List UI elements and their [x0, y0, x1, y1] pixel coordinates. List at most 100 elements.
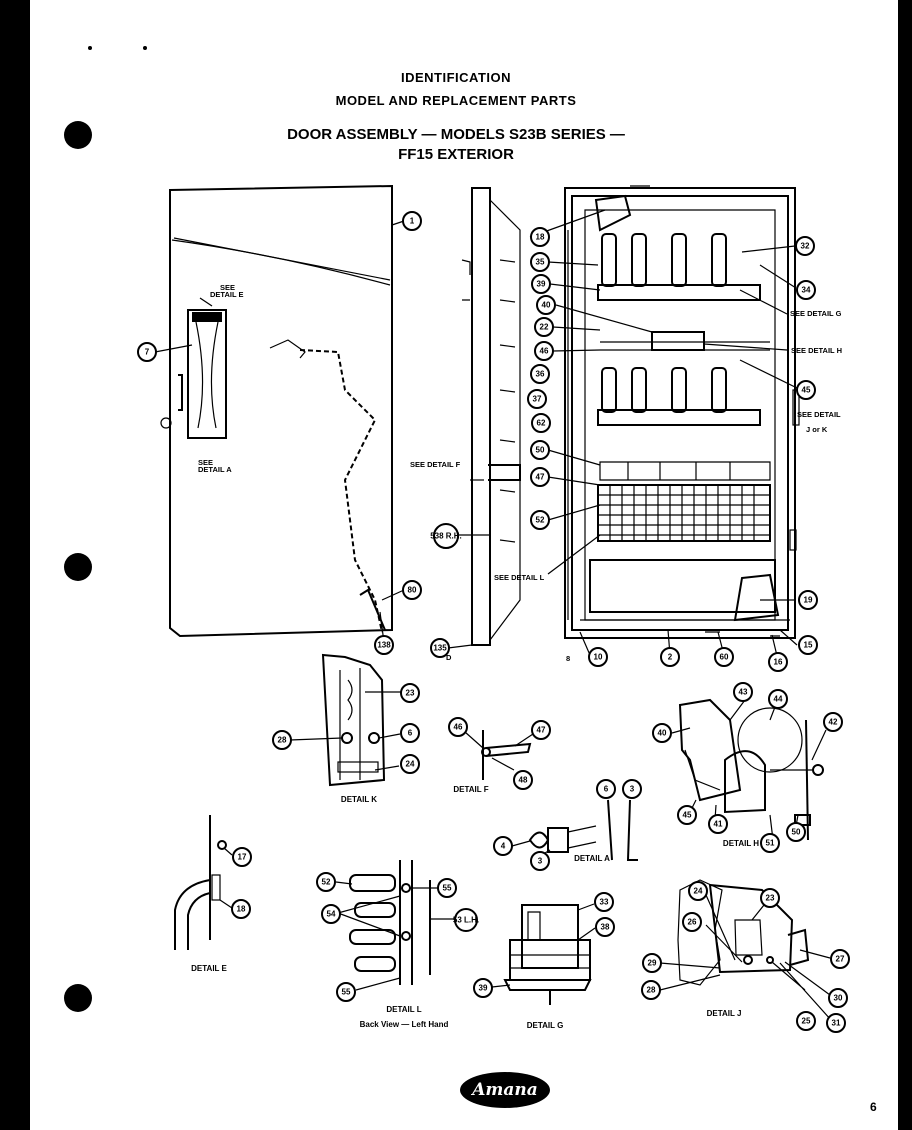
binder-hole-middle [64, 553, 92, 581]
svg-text:55: 55 [342, 988, 351, 997]
part-bubble-45: 45 [796, 380, 816, 400]
svg-text:28: 28 [278, 736, 287, 745]
part-bubble-538: 538 R.H. [430, 523, 462, 549]
svg-text:28: 28 [647, 986, 656, 995]
svg-text:8: 8 [566, 654, 570, 663]
svg-text:24: 24 [694, 887, 703, 896]
svg-text:40: 40 [542, 301, 551, 310]
title-door-assembly: DOOR ASSEMBLY — MODELS S23B SERIES — [287, 126, 625, 143]
see-detail-jk: SEE DETAIL [797, 410, 841, 419]
part-bubble-50: 50 [530, 440, 550, 460]
svg-text:39: 39 [479, 984, 488, 993]
part-bubble-10: 10 [588, 647, 608, 667]
svg-text:Back View — Left Hand: Back View — Left Hand [360, 1020, 449, 1029]
see-detail-jk-sub: J or K [806, 425, 828, 434]
svg-text:46: 46 [540, 347, 549, 356]
binder-hole-bottom [64, 984, 92, 1012]
svg-text:22: 22 [540, 323, 549, 332]
svg-text:39: 39 [537, 280, 546, 289]
amana-logo: Amana [460, 1072, 550, 1108]
svg-text:30: 30 [834, 994, 843, 1003]
see-detail-g: SEE DETAIL G [790, 309, 842, 318]
detail-a: 4 3 6 3 DETAIL A [493, 779, 642, 871]
svg-text:52: 52 [322, 878, 331, 887]
svg-text:DETAIL A: DETAIL A [198, 465, 232, 474]
svg-text:36: 36 [536, 370, 545, 379]
svg-text:38: 38 [601, 923, 610, 932]
part-bubble-22: 22 [534, 317, 554, 337]
svg-text:47: 47 [536, 473, 545, 482]
svg-text:DETAIL J: DETAIL J [707, 1009, 742, 1018]
part-bubble-62: 62 [531, 413, 551, 433]
svg-text:35: 35 [536, 258, 545, 267]
part-bubble-37: 37 [527, 389, 547, 409]
part-bubble-40: 40 [536, 295, 556, 315]
title-model-parts: MODEL AND REPLACEMENT PARTS [335, 93, 577, 108]
part-bubble-19: 19 [798, 590, 818, 610]
svg-text:17: 17 [238, 853, 247, 862]
detail-e: 17 18 DETAIL E [174, 815, 252, 973]
svg-text:40: 40 [658, 729, 667, 738]
svg-text:42: 42 [829, 718, 838, 727]
part-bubble-16: 16 [768, 652, 788, 672]
part-bubble-36: 36 [530, 364, 550, 384]
door-exterior-panel: SEE DETAIL E SEE DETAIL A [160, 184, 393, 651]
part-bubble-47: 47 [530, 467, 550, 487]
svg-text:41: 41 [714, 820, 723, 829]
title-exterior: FF15 EXTERIOR [398, 146, 514, 163]
svg-text:53 L.H.: 53 L.H. [453, 916, 479, 925]
svg-text:DETAIL E: DETAIL E [210, 290, 243, 299]
svg-text:26: 26 [688, 918, 697, 927]
svg-text:1: 1 [410, 217, 415, 226]
see-detail-callouts: SEE DETAIL G SEE DETAIL H SEE DETAIL J o… [410, 309, 842, 582]
title-identification: IDENTIFICATION [400, 70, 512, 85]
detail-h: 40 43 44 42 45 41 51 50 DETAIL H [652, 682, 843, 853]
svg-text:18: 18 [237, 905, 246, 914]
svg-text:16: 16 [774, 658, 783, 667]
svg-text:45: 45 [683, 811, 692, 820]
see-detail-f: SEE DETAIL F [410, 460, 461, 469]
svg-text:46: 46 [454, 723, 463, 732]
svg-text:54: 54 [327, 910, 336, 919]
detail-g: 33 38 39 DETAIL G [473, 892, 615, 1030]
svg-text:3: 3 [538, 857, 543, 866]
part-bubble-52: 52 [530, 510, 550, 530]
svg-text:538 R.H.: 538 R.H. [430, 532, 462, 541]
part-bubble-80: 80 [402, 580, 422, 600]
part-bubble-46: 46 [534, 341, 554, 361]
svg-text:24: 24 [406, 760, 415, 769]
svg-text:60: 60 [720, 653, 729, 662]
svg-text:55: 55 [443, 884, 452, 893]
svg-text:50: 50 [536, 446, 545, 455]
part-bubble-2: 2 [660, 647, 680, 667]
svg-text:138: 138 [377, 641, 391, 650]
part-bubble-1: 1 [402, 211, 422, 231]
svg-text:19: 19 [804, 596, 813, 605]
svg-text:23: 23 [406, 689, 415, 698]
svg-text:32: 32 [801, 242, 810, 251]
svg-text:DETAIL L: DETAIL L [386, 1005, 421, 1014]
svg-text:D: D [446, 653, 452, 662]
detail-k: 23 28 6 24 DETAIL K [272, 653, 420, 804]
svg-text:4: 4 [501, 842, 506, 851]
svg-text:23: 23 [766, 894, 775, 903]
svg-text:37: 37 [533, 395, 542, 404]
part-bubble-135: 135 [430, 638, 450, 658]
svg-text:DETAIL H: DETAIL H [723, 839, 759, 848]
svg-text:DETAIL A: DETAIL A [574, 854, 610, 863]
door-side-profile: D [446, 187, 521, 662]
svg-text:45: 45 [802, 386, 811, 395]
detail-l: 52 55 54 53 L.H. 55 DETAIL L Back View —… [316, 860, 479, 1029]
svg-text:43: 43 [739, 688, 748, 697]
binder-hole-top [64, 121, 92, 149]
part-bubble-18: 18 [530, 227, 550, 247]
svg-text:135: 135 [433, 644, 447, 653]
main-leaders [154, 209, 798, 661]
svg-text:44: 44 [774, 695, 783, 704]
svg-text:6: 6 [604, 785, 609, 794]
svg-text:80: 80 [408, 586, 417, 595]
binder-holes [64, 46, 147, 1012]
main-part-bubbles: 1 7 18 35 39 40 22 46 36 37 62 50 47 52 … [137, 211, 818, 672]
svg-text:52: 52 [536, 516, 545, 525]
